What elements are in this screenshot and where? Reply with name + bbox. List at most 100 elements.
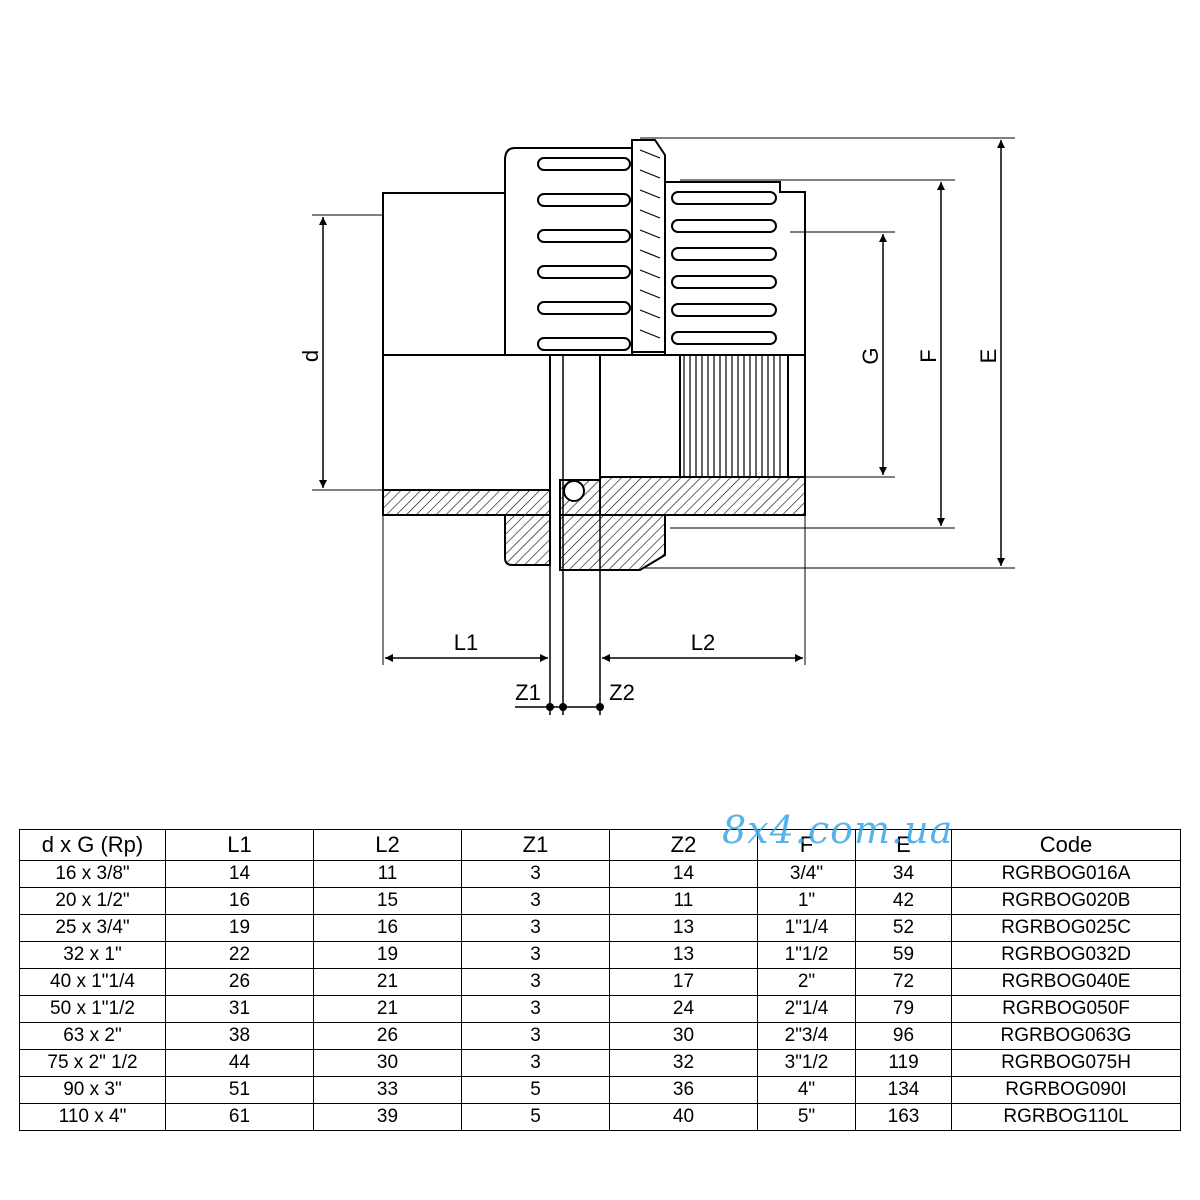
header-l2: L2 [313, 829, 462, 861]
table-row: 50 x 1"1/2 31 21 3 24 2"1/4 79 RGRBOG050… [19, 995, 1181, 1023]
extension-lines [312, 137, 1015, 665]
table-row: 20 x 1/2" 16 15 3 11 1" 42 RGRBOG020B [19, 887, 1181, 915]
cell-e: 163 [855, 1103, 952, 1131]
cell-z2: 13 [609, 941, 758, 969]
cell-l2: 21 [313, 968, 462, 996]
cell-f: 1"1/2 [757, 941, 856, 969]
cell-code: RGRBOG040E [951, 968, 1181, 996]
cell-z1: 3 [461, 887, 610, 915]
cell-size: 110 x 4" [19, 1103, 166, 1131]
cell-l2: 21 [313, 995, 462, 1023]
header-code: Code [951, 829, 1181, 861]
cell-f: 2" [757, 968, 856, 996]
cell-e: 34 [855, 860, 952, 888]
dim-label-Z1: Z1 [515, 680, 541, 705]
cell-l1: 31 [165, 995, 314, 1023]
dim-label-L1: L1 [454, 630, 478, 655]
o-ring [563, 480, 585, 502]
table-row: 110 x 4" 61 39 5 40 5" 163 RGRBOG110L [19, 1103, 1181, 1131]
cell-size: 20 x 1/2" [19, 887, 166, 915]
cell-f: 2"1/4 [757, 995, 856, 1023]
watermark: 8x4.com.ua [722, 808, 954, 852]
cell-z1: 3 [461, 941, 610, 969]
cell-e: 72 [855, 968, 952, 996]
cell-code: RGRBOG063G [951, 1022, 1181, 1050]
cell-z1: 5 [461, 1076, 610, 1104]
cell-z1: 3 [461, 914, 610, 942]
cell-size: 32 x 1" [19, 941, 166, 969]
union-fitting-drawing: d G F E L1 L2 Z1 Z2 [298, 137, 1015, 715]
cell-e: 79 [855, 995, 952, 1023]
cell-size: 50 x 1"1/2 [19, 995, 166, 1023]
cell-f: 3"1/2 [757, 1049, 856, 1077]
header-z1: Z1 [461, 829, 610, 861]
cell-size: 90 x 3" [19, 1076, 166, 1104]
dim-label-d: d [298, 350, 323, 362]
cell-f: 1"1/4 [757, 914, 856, 942]
cell-l1: 44 [165, 1049, 314, 1077]
cell-l1: 19 [165, 914, 314, 942]
internal-thread [679, 354, 789, 478]
union-nut [504, 139, 666, 356]
cell-l2: 11 [313, 860, 462, 888]
socket-body [382, 192, 551, 491]
cell-e: 119 [855, 1049, 952, 1077]
cell-z2: 13 [609, 914, 758, 942]
header-d-x-g: d x G (Rp) [19, 829, 166, 861]
dim-label-L2: L2 [691, 630, 715, 655]
cell-l1: 61 [165, 1103, 314, 1131]
table-row: 63 x 2" 38 26 3 30 2"3/4 96 RGRBOG063G [19, 1022, 1181, 1050]
cell-code: RGRBOG075H [951, 1049, 1181, 1077]
cell-l1: 38 [165, 1022, 314, 1050]
joint-lines [549, 355, 601, 715]
cell-l2: 26 [313, 1022, 462, 1050]
dimension-arrows [319, 140, 1005, 708]
cell-size: 25 x 3/4" [19, 914, 166, 942]
knurled-ring [639, 149, 661, 339]
cell-code: RGRBOG020B [951, 887, 1181, 915]
cell-z2: 17 [609, 968, 758, 996]
cell-l1: 26 [165, 968, 314, 996]
cell-code: RGRBOG090I [951, 1076, 1181, 1104]
table-row: 25 x 3/4" 19 16 3 13 1"1/4 52 RGRBOG025C [19, 914, 1181, 942]
cell-z2: 36 [609, 1076, 758, 1104]
cell-z2: 32 [609, 1049, 758, 1077]
cell-e: 52 [855, 914, 952, 942]
cell-z1: 3 [461, 995, 610, 1023]
cell-z2: 24 [609, 995, 758, 1023]
cell-z1: 3 [461, 1022, 610, 1050]
header-e: E [855, 829, 952, 861]
table-row: 32 x 1" 22 19 3 13 1"1/2 59 RGRBOG032D [19, 941, 1181, 969]
cell-l2: 19 [313, 941, 462, 969]
cell-e: 134 [855, 1076, 952, 1104]
cell-l1: 22 [165, 941, 314, 969]
nut-ribs [537, 157, 631, 351]
cell-l2: 33 [313, 1076, 462, 1104]
cell-z2: 30 [609, 1022, 758, 1050]
dim-label-G: G [858, 347, 883, 364]
cell-code: RGRBOG016A [951, 860, 1181, 888]
cell-z2: 14 [609, 860, 758, 888]
dim-label-Z2: Z2 [609, 680, 635, 705]
cell-f: 5" [757, 1103, 856, 1131]
spec-table: d x G (Rp) L1 L2 Z1 Z2 F E Code 16 x 3/8… [19, 829, 1181, 1131]
dim-label-F: F [916, 349, 941, 362]
table-row: 75 x 2" 1/2 44 30 3 32 3"1/2 119 RGRBOG0… [19, 1049, 1181, 1077]
table-row: 16 x 3/8" 14 11 3 14 3/4" 34 RGRBOG016A [19, 860, 1181, 888]
cell-l2: 15 [313, 887, 462, 915]
table-row: 90 x 3" 51 33 5 36 4" 134 RGRBOG090I [19, 1076, 1181, 1104]
header-f: F [757, 829, 856, 861]
header-l1: L1 [165, 829, 314, 861]
cell-code: RGRBOG110L [951, 1103, 1181, 1131]
cell-z1: 3 [461, 1049, 610, 1077]
cell-l1: 51 [165, 1076, 314, 1104]
cell-e: 96 [855, 1022, 952, 1050]
cell-z1: 3 [461, 860, 610, 888]
cell-f: 3/4" [757, 860, 856, 888]
table-header-row: d x G (Rp) L1 L2 Z1 Z2 F E Code [19, 829, 1181, 861]
cell-f: 4" [757, 1076, 856, 1104]
cell-z2: 40 [609, 1103, 758, 1131]
cell-f: 1" [757, 887, 856, 915]
cell-l2: 30 [313, 1049, 462, 1077]
cell-code: RGRBOG025C [951, 914, 1181, 942]
